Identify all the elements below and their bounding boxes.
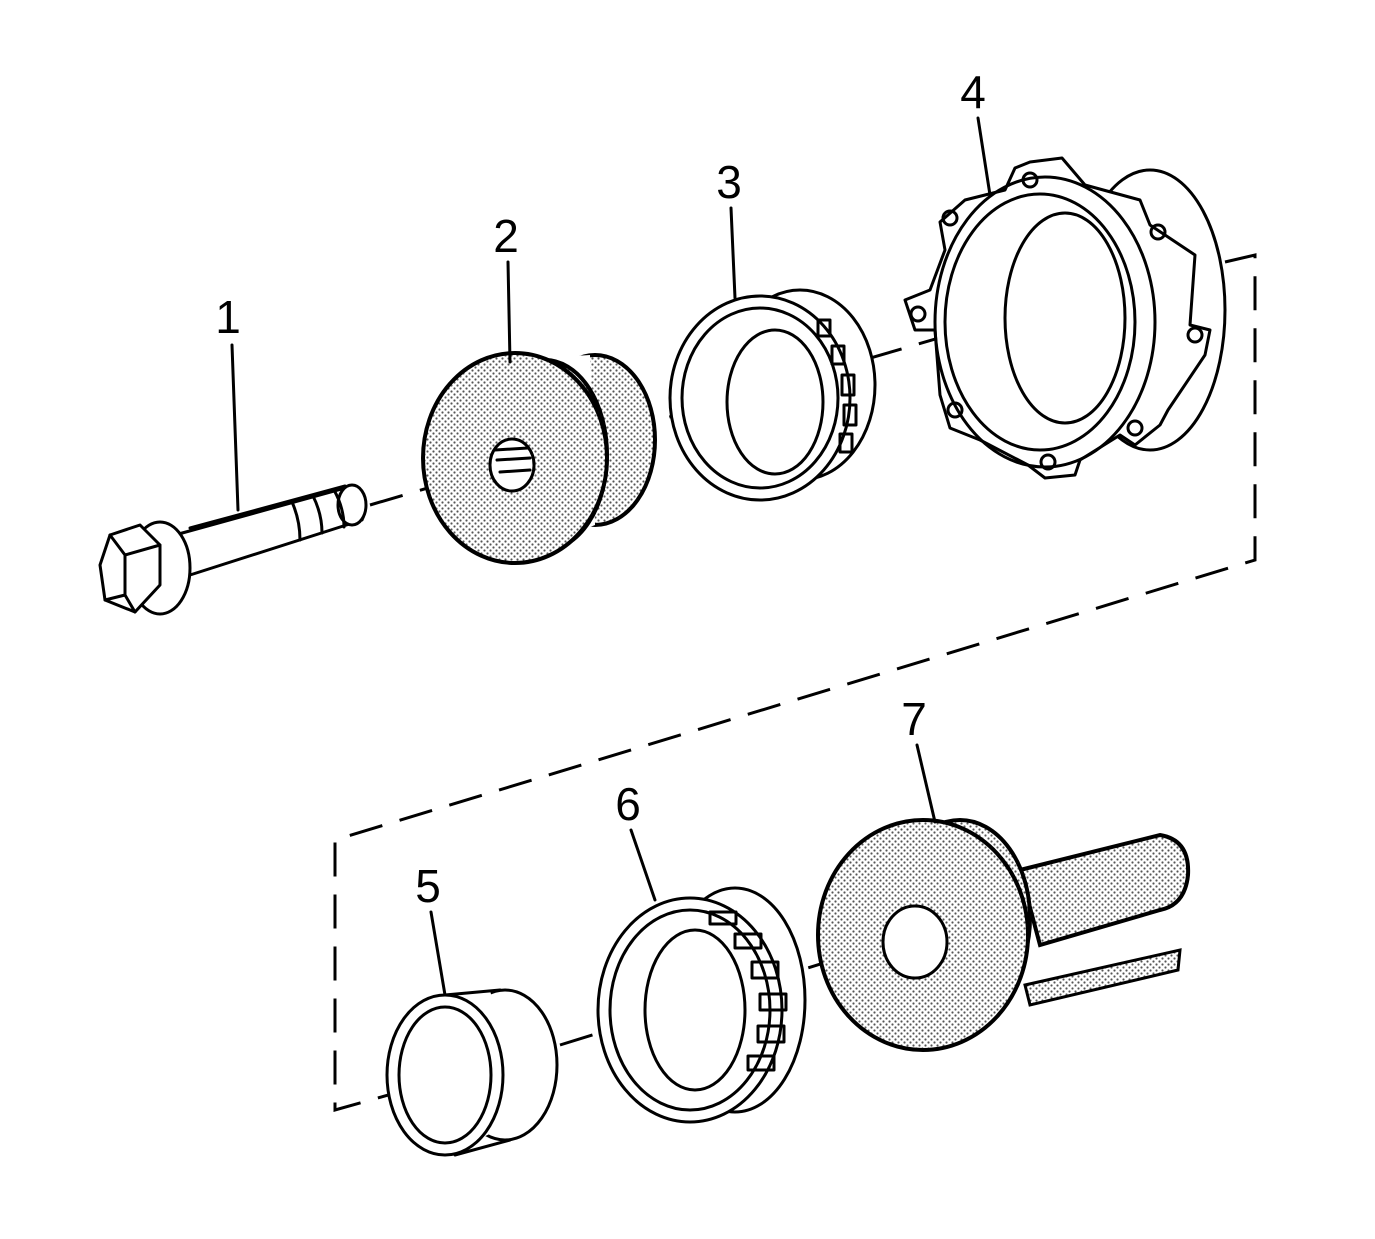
part-2-adapter (421, 351, 657, 565)
callout-2: 2 (493, 210, 519, 262)
part-7-installer (816, 818, 1191, 1052)
callout-6: 6 (615, 778, 641, 830)
part-6-bearing (596, 886, 807, 1124)
part-1-bolt (98, 483, 368, 616)
callout-3: 3 (716, 156, 742, 208)
part-5-cup (385, 988, 559, 1157)
callout-1: 1 (215, 291, 241, 343)
part-3-bearing (668, 288, 877, 502)
callout-labels: 1 2 3 4 5 6 7 (215, 66, 986, 912)
callout-5: 5 (415, 860, 441, 912)
callout-4: 4 (960, 66, 986, 118)
leader-lines (230, 116, 992, 997)
part-4-housing (903, 156, 1227, 480)
callout-7: 7 (901, 693, 927, 745)
